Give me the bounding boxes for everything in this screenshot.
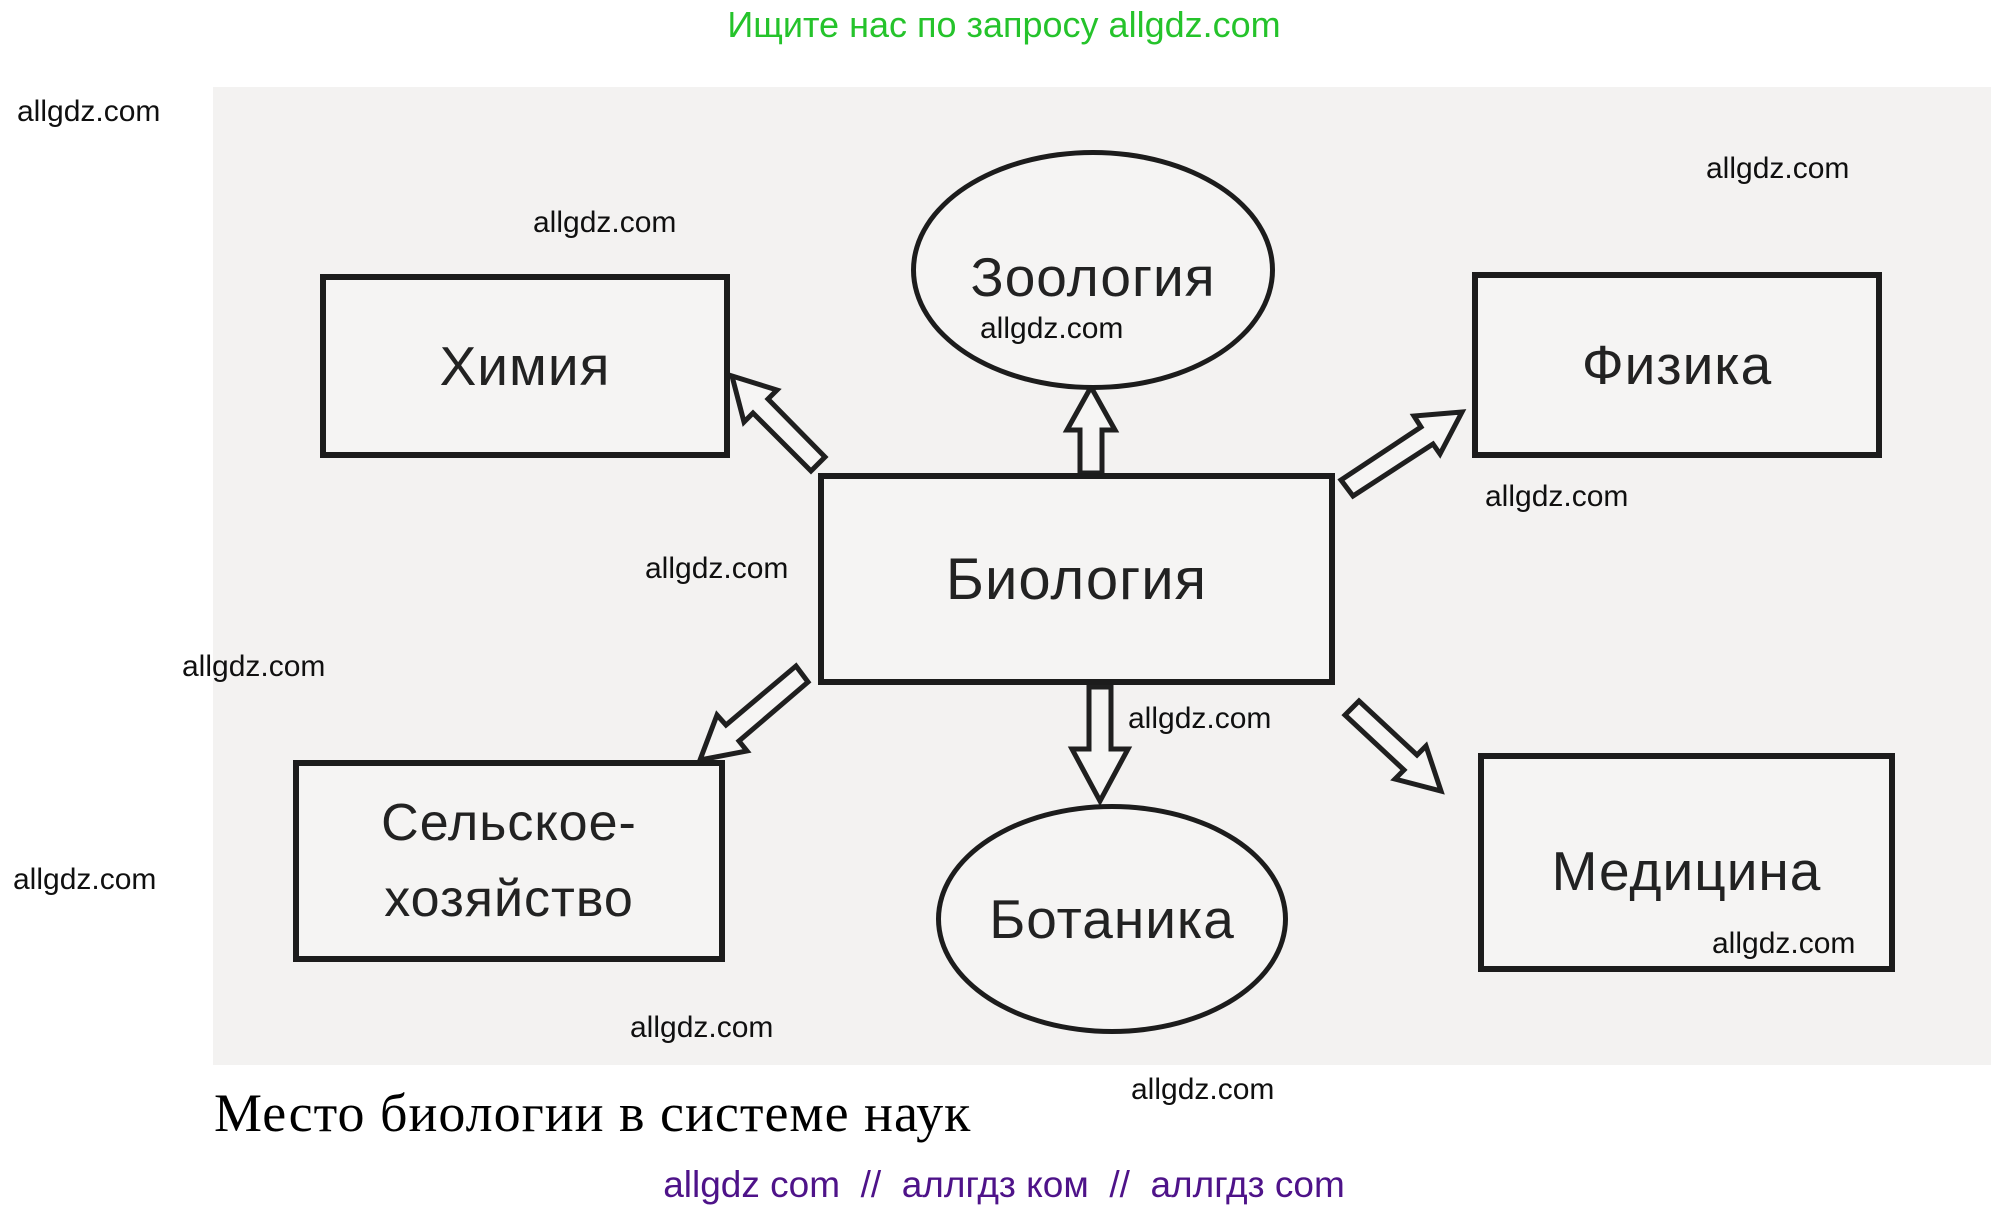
watermark-bottom-left: allgdz.com (13, 863, 157, 896)
node-agriculture: Сельское- хозяйство (293, 760, 725, 962)
watermark-left-of-biology: allgdz.com (645, 552, 789, 585)
watermark-far-left: allgdz.com (182, 650, 326, 683)
watermark-in-zoology: allgdz.com (980, 312, 1124, 345)
watermark-below-biology: allgdz.com (1128, 702, 1272, 735)
node-medicine: Медицина (1478, 753, 1895, 972)
node-botany-label: Ботаника (989, 888, 1235, 950)
node-botany: Ботаника (936, 804, 1288, 1034)
node-zoology-label: Зоология (970, 246, 1216, 308)
node-biology-label: Биология (945, 546, 1208, 612)
watermark-top-left: allgdz.com (17, 95, 161, 128)
node-medicine-label: Медицина (1551, 840, 1822, 902)
promo-header-text: Ищите нас по запросу allgdz.com (727, 4, 1281, 45)
node-agriculture-label-line1: Сельское- (381, 794, 637, 852)
node-physics: Физика (1472, 272, 1882, 458)
watermark-above-chemistry: allgdz.com (533, 206, 677, 239)
watermark-in-medicine: allgdz.com (1712, 927, 1856, 960)
diagram-caption: Место биологии в системе наук (214, 1083, 972, 1143)
footer-watermark-line: allgdz com // аллгдз ком // аллгдз com (663, 1164, 1345, 1205)
watermark-below-physics: allgdz.com (1485, 480, 1629, 513)
watermark-below-agriculture: allgdz.com (630, 1011, 774, 1044)
node-chemistry-label: Химия (439, 335, 611, 397)
watermark-top-right: allgdz.com (1706, 152, 1850, 185)
node-physics-label: Физика (1581, 334, 1773, 396)
node-biology: Биология (818, 473, 1335, 685)
watermark-below-botany: allgdz.com (1131, 1073, 1275, 1106)
node-zoology: Зоология (911, 150, 1275, 390)
node-chemistry: Химия (320, 274, 730, 458)
node-agriculture-label-line2: хозяйство (384, 870, 634, 928)
